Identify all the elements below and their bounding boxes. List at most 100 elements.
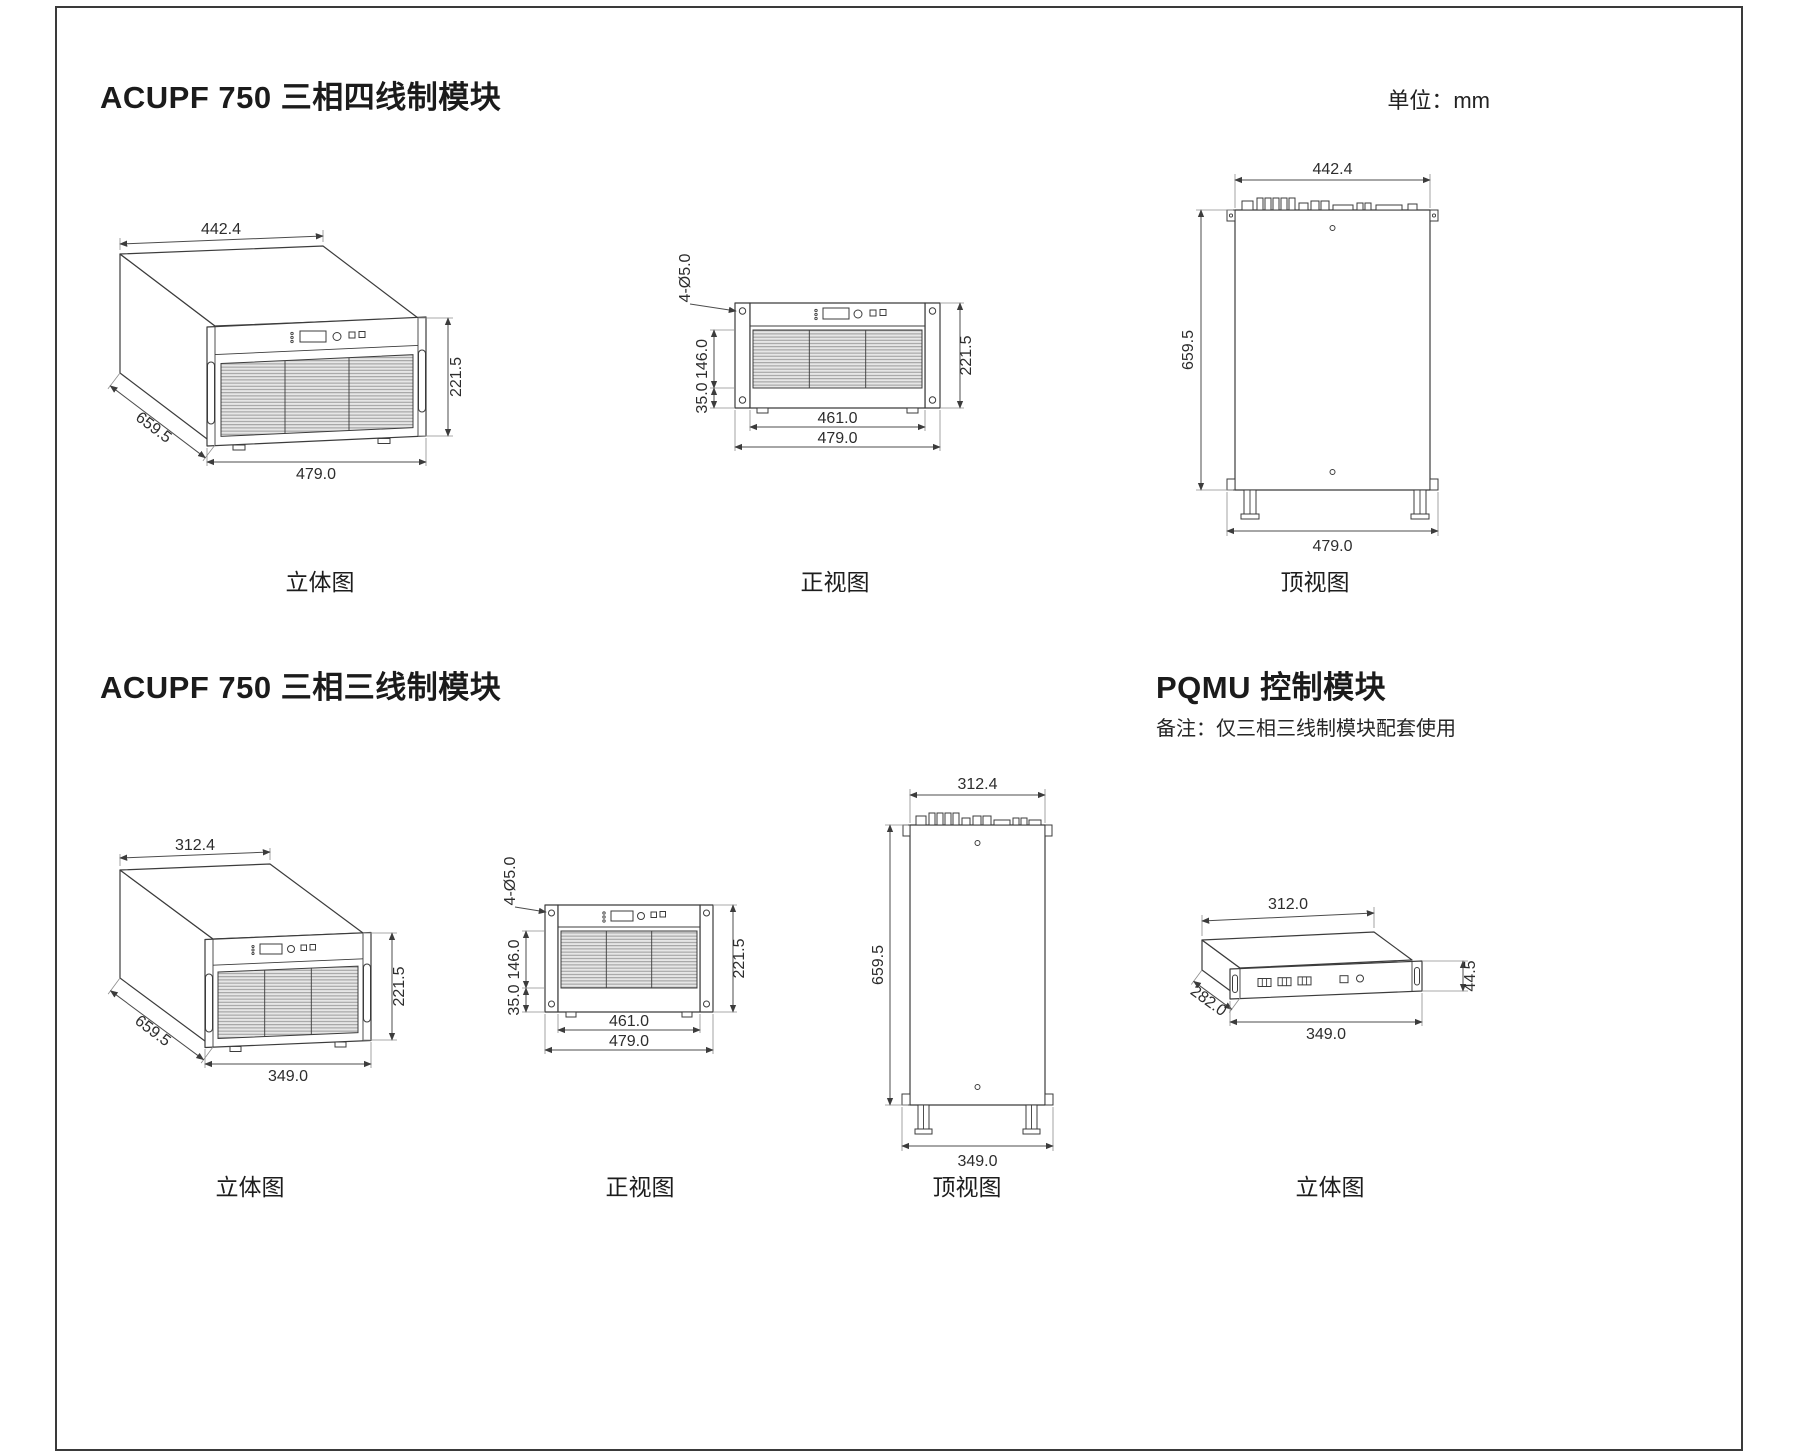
dim-top-width: 312.4	[175, 837, 215, 854]
dim-front-width: 349.0	[1306, 1026, 1346, 1043]
knob	[637, 912, 645, 920]
right-handle	[418, 349, 426, 413]
foot	[756, 407, 769, 414]
section-title-three-wire: ACUPF 750 三相三线制模块	[100, 670, 502, 705]
dimensions: 442.4 659.5 479.0	[1180, 161, 1439, 555]
front-panel-controls	[290, 330, 366, 344]
button	[869, 309, 877, 317]
button	[659, 911, 666, 918]
dim-foot-width: 479.0	[1312, 538, 1352, 555]
dim-holes: 4-Ø5.0	[502, 856, 519, 905]
dim-bottom-height: 35.0	[694, 382, 711, 413]
iso-view-three-wire-drawing: 312.4 659.5 221.5 349.0	[107, 837, 408, 1085]
chassis-box	[119, 245, 427, 451]
iso-view-four-wire-drawing: 442.4 659.5 221.5 479.0	[107, 221, 465, 483]
right-rack-ear	[699, 904, 714, 1013]
foot	[906, 407, 919, 414]
mounting-hole	[928, 396, 937, 404]
view-label-front-three-wire: 正视图	[605, 1174, 675, 1200]
dim-width: 442.4	[1312, 161, 1352, 178]
dim-height: 221.5	[391, 966, 408, 1006]
section-title-four-wire: ACUPF 750 三相四线制模块	[100, 80, 502, 115]
mounting-hole	[703, 909, 710, 917]
knob	[332, 332, 342, 341]
chassis-top	[901, 812, 1054, 1135]
right-handle	[363, 963, 371, 1023]
foot	[229, 1046, 242, 1052]
dim-height: 221.5	[958, 335, 975, 375]
front-panel-connectors	[1257, 974, 1364, 987]
display	[822, 307, 850, 320]
chassis-box	[119, 863, 372, 1052]
view-label-front-four-wire: 正视图	[800, 569, 870, 595]
rear-connectors	[915, 812, 1042, 826]
dimensions: 442.4 659.5 221.5 479.0	[107, 221, 465, 483]
mounting-hole	[928, 307, 937, 315]
section-title-pqmu: PQMU 控制模块	[1156, 670, 1387, 705]
dim-holes: 4-Ø5.0	[677, 253, 694, 302]
screw	[1329, 469, 1336, 475]
dim-bottom-height: 35.0	[506, 984, 523, 1015]
display	[259, 943, 283, 955]
rear-connectors	[1241, 197, 1418, 211]
dim-front-width: 479.0	[296, 466, 336, 483]
dimensions: 4-Ø5.0 146.0 35.0 461.0 479.0 221.5	[502, 856, 748, 1054]
left-handle	[207, 361, 215, 425]
view-label-top-four-wire: 顶视图	[1280, 569, 1350, 595]
dimensions: 312.4 659.5 349.0	[870, 776, 1054, 1170]
mounting-hole	[548, 1000, 555, 1008]
dim-depth: 282.0	[1187, 983, 1229, 1020]
screw	[974, 1084, 981, 1090]
dim-top-width: 312.0	[1268, 896, 1308, 913]
view-label-iso-four-wire: 立体图	[285, 569, 355, 595]
foot	[681, 1011, 693, 1018]
button	[300, 944, 307, 951]
foot	[232, 444, 246, 451]
dim-panel-height: 146.0	[694, 339, 711, 379]
dim-inner-width: 461.0	[817, 410, 857, 427]
dimensions: 4-Ø5.0 146.0 35.0 461.0 479.0 221.5	[677, 253, 975, 451]
dim-width: 479.0	[817, 430, 857, 447]
dim-height: 221.5	[448, 357, 465, 397]
front-view-four-wire-drawing: 4-Ø5.0 146.0 35.0 461.0 479.0 221.5	[677, 253, 975, 451]
connector	[1257, 978, 1272, 987]
button	[358, 331, 366, 338]
switch	[1339, 975, 1349, 984]
dim-panel-height: 146.0	[506, 939, 523, 979]
mounting-hole	[738, 307, 747, 315]
mounting-hole	[703, 1000, 710, 1008]
display	[610, 910, 634, 922]
ear-tab	[1044, 824, 1053, 837]
dim-width: 312.4	[957, 776, 997, 793]
top-view-three-wire-drawing: 312.4 659.5 349.0	[870, 776, 1054, 1170]
right-handle	[1414, 967, 1420, 986]
dim-depth: 659.5	[870, 945, 887, 985]
vent-grille	[217, 965, 359, 1040]
vent-grille	[560, 930, 698, 989]
left-rack-ear	[734, 302, 751, 409]
view-label-top-three-wire: 顶视图	[932, 1174, 1002, 1200]
dim-inner-width: 461.0	[609, 1013, 649, 1030]
display	[299, 330, 327, 343]
foot	[334, 1041, 347, 1048]
dim-depth: 659.5	[132, 409, 174, 447]
pqmu-note: 备注：仅三相三线制模块配套使用	[1156, 718, 1456, 740]
button	[309, 944, 316, 951]
vent-grille	[220, 354, 414, 437]
front-view-three-wire-drawing: 4-Ø5.0 146.0 35.0 461.0 479.0 221.5	[502, 856, 748, 1054]
unit-label: 单位：mm	[1387, 88, 1490, 113]
screw	[974, 840, 981, 846]
ear-tab	[1226, 209, 1236, 222]
button	[879, 309, 887, 316]
left-handle	[1232, 974, 1238, 993]
vent-grille	[752, 329, 923, 389]
dim-height: 44.5	[1462, 960, 1479, 991]
feet	[1240, 489, 1430, 520]
front-panel-controls	[814, 307, 887, 321]
view-label-iso-three-wire: 立体图	[215, 1174, 285, 1200]
indicator	[1356, 974, 1364, 983]
ear-tab	[901, 1093, 911, 1106]
left-handle	[205, 973, 213, 1033]
button	[348, 331, 356, 339]
